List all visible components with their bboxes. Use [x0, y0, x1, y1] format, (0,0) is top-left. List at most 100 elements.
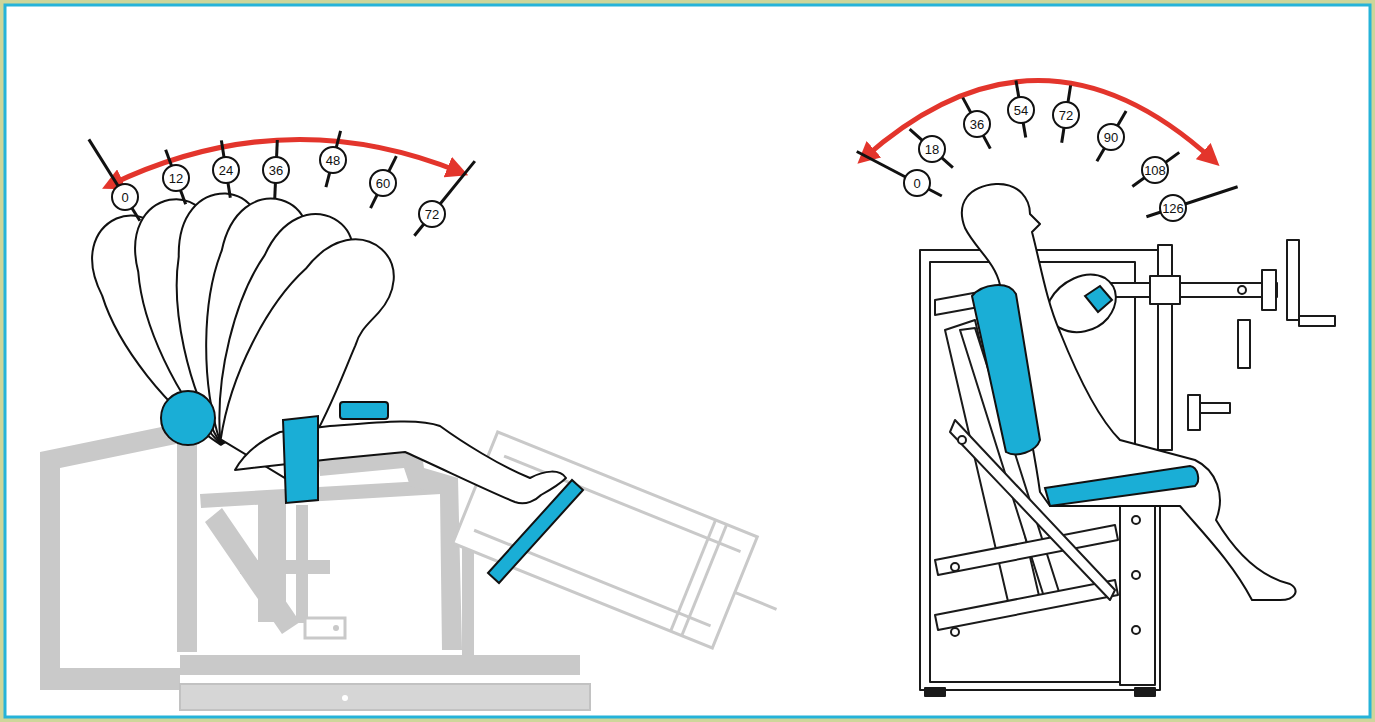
- marker-circle: [1053, 102, 1079, 128]
- roller-pad: [161, 391, 215, 445]
- angle-marker: 126: [1159, 194, 1187, 222]
- handle: [735, 592, 777, 609]
- bolt: [951, 628, 959, 636]
- base-slab: [180, 684, 590, 710]
- marker-circle: [1098, 124, 1124, 150]
- lever: [1200, 403, 1230, 413]
- lever: [1238, 320, 1250, 368]
- head-extended: [1048, 275, 1116, 332]
- seat-post: [1120, 490, 1155, 685]
- bolt: [958, 436, 966, 444]
- angle-value: 0: [913, 177, 920, 190]
- scale-tick: [371, 156, 397, 208]
- angle-value: 24: [219, 164, 233, 177]
- back-pad: [972, 285, 1040, 454]
- range-arrow: [864, 80, 1213, 160]
- column: [258, 492, 286, 622]
- scale-tick: [414, 161, 474, 236]
- angle-value: 90: [1104, 131, 1118, 144]
- angle-value: 36: [269, 164, 283, 177]
- frame: [40, 424, 180, 690]
- foot: [1135, 688, 1155, 696]
- rail: [682, 524, 727, 635]
- arm-bar: [1105, 283, 1277, 297]
- marker-circle: [964, 111, 990, 137]
- angle-value: 12: [169, 172, 183, 185]
- collar: [1150, 276, 1180, 304]
- hub: [1262, 270, 1276, 310]
- marker-circle: [419, 201, 445, 227]
- bolt: [1132, 626, 1140, 634]
- bolt: [1132, 571, 1140, 579]
- marker-circle: [1008, 97, 1034, 123]
- seat-pad: [1045, 466, 1198, 506]
- angle-marker: 0: [903, 169, 931, 197]
- base-bar: [180, 655, 580, 675]
- pads: [161, 391, 583, 583]
- angle-marker: 72: [1052, 101, 1080, 129]
- block: [305, 618, 345, 638]
- angle-value: 36: [970, 118, 984, 131]
- bolt: [342, 695, 348, 701]
- marker-circle: [919, 136, 945, 162]
- angle-value: 72: [1059, 109, 1073, 122]
- knee-pad: [340, 402, 388, 419]
- foot: [925, 688, 945, 696]
- angle-value: 108: [1144, 164, 1166, 177]
- marker-circle: [1142, 157, 1168, 183]
- angle-marker: 72: [418, 200, 446, 228]
- angle-marker: 0: [111, 183, 139, 211]
- angle-marker: 12: [162, 164, 190, 192]
- inner-frame: [5, 5, 1370, 717]
- angle-value: 18: [925, 143, 939, 156]
- marker-circle: [163, 165, 189, 191]
- lumbar-machine: [40, 420, 799, 710]
- roller-post: [177, 420, 197, 652]
- post: [462, 548, 474, 658]
- wheel: [1287, 240, 1299, 320]
- frame: [318, 442, 462, 650]
- rail: [474, 530, 710, 626]
- angle-marker: 108: [1141, 156, 1169, 184]
- angle-marker: 36: [963, 110, 991, 138]
- angle-marker: 90: [1097, 123, 1125, 151]
- lever: [1188, 395, 1200, 430]
- angle-marker: 36: [262, 156, 290, 184]
- seated-person: [962, 184, 1296, 600]
- torso-fan: [64, 185, 566, 503]
- brace: [240, 560, 330, 574]
- marker-circle: [213, 157, 239, 183]
- marker-circle: [263, 157, 289, 183]
- bolt: [1132, 516, 1140, 524]
- marker-circle: [370, 170, 396, 196]
- marker-circle: [320, 147, 346, 173]
- strut: [935, 580, 1118, 630]
- angle-marker: 60: [369, 169, 397, 197]
- angle-value: 0: [121, 191, 128, 204]
- rail: [671, 520, 716, 631]
- angle-marker: 18: [918, 135, 946, 163]
- marker-circle: [1160, 195, 1186, 221]
- angle-value: 72: [425, 208, 439, 221]
- body: [962, 184, 1296, 600]
- angle-value: 54: [1014, 104, 1028, 117]
- crank: [1299, 316, 1335, 326]
- scale-tick: [963, 98, 991, 149]
- angle-value: 60: [376, 177, 390, 190]
- bolt: [1238, 286, 1246, 294]
- scale-tick: [1132, 152, 1179, 186]
- head-pad: [1085, 286, 1112, 312]
- scale-tick: [326, 131, 341, 187]
- angle-marker: 48: [319, 146, 347, 174]
- bolt: [951, 563, 959, 571]
- scale-tick: [910, 129, 953, 168]
- angle-marker: 24: [212, 156, 240, 184]
- scale-tick: [89, 139, 140, 220]
- marker-circle: [904, 170, 930, 196]
